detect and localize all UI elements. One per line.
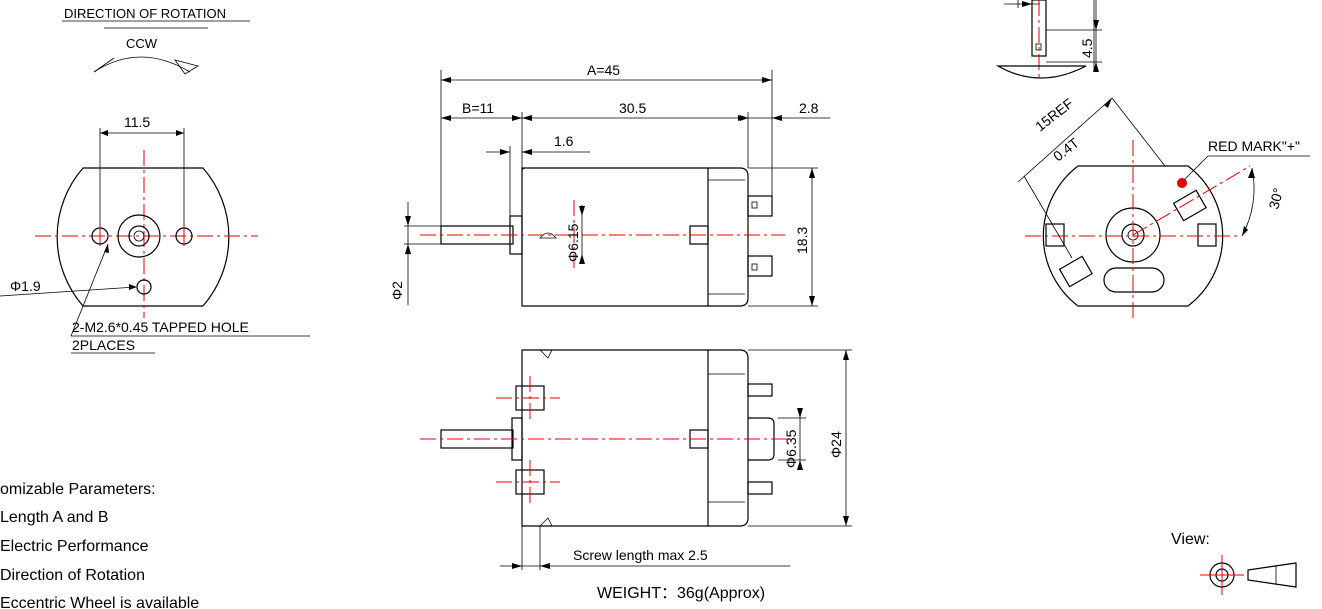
dim-hole-spacing: 11.5 — [124, 114, 150, 130]
side-view: A=45 B=11 30.5 2.8 1.6 Φ2 Φ6.15 — [389, 62, 830, 307]
parameters-list: omizable Parameters: Length A and B Elec… — [0, 481, 199, 609]
side-end-cap — [708, 167, 749, 307]
parameter-item: Electric Performance — [0, 538, 149, 555]
parameter-item: Eccentric Wheel is available — [0, 595, 199, 609]
dim-hole-dia: Φ1.9 — [10, 278, 41, 294]
angle-arc — [1241, 167, 1255, 237]
rotation-direction: CCW — [126, 36, 158, 51]
rear-body-outline — [1042, 165, 1224, 307]
dim-thickness: 0.4T — [1050, 134, 1082, 164]
screw-note: Screw length max 2.5 — [573, 547, 708, 563]
top-body — [521, 349, 709, 527]
rotation-indicator: DIRECTION OF ROTATION CCW — [62, 6, 250, 75]
top-view: Φ6.35 Φ24 Screw length max 2.5 WEIGHT：36… — [420, 349, 852, 602]
dim-width: Φ24 — [828, 431, 844, 458]
red-mark-dot — [1177, 178, 1187, 188]
red-mark-label: RED MARK"+" — [1208, 138, 1300, 154]
dim-B: B=11 — [462, 100, 494, 116]
tapped-hole-note: 2-M2.6*0.45 TAPPED HOLE — [72, 319, 249, 335]
weight-note: WEIGHT：36g(Approx) — [597, 585, 765, 602]
dim-terminal-height: 4.5 — [1079, 38, 1095, 58]
dim-ref: 15REF — [1032, 95, 1076, 134]
dim-flange: 1.6 — [554, 133, 574, 149]
dim-height: 18.3 — [794, 227, 810, 254]
parameter-item: Direction of Rotation — [0, 567, 145, 584]
dim-top-boss-dia: Φ6.35 — [783, 429, 799, 468]
tapped-hole-places: 2PLACES — [72, 337, 135, 353]
front-boss-inner — [128, 225, 150, 247]
front-view: 11.5 Φ1.9 2-M2.6*0.45 TAPPED HOLE 2PLACE… — [0, 114, 310, 354]
dim-boss-dia: Φ6.15 — [565, 223, 581, 262]
front-body-outline — [56, 167, 230, 307]
view-symbol: View: — [1171, 531, 1297, 595]
parameters-heading: omizable Parameters: — [0, 481, 156, 498]
angle-label: 30° — [1265, 186, 1286, 211]
rear-view: 4.5 15REF 0.4T RED MARK"+" — [995, 0, 1310, 320]
front-boss-outer — [117, 214, 161, 258]
dim-terminal: 2.8 — [799, 100, 819, 116]
rotation-arrow — [93, 56, 191, 73]
rotation-title: DIRECTION OF ROTATION — [64, 6, 226, 21]
side-body — [521, 167, 709, 307]
view-label: View: — [1171, 531, 1210, 548]
parameter-item: Length A and B — [0, 509, 109, 526]
dim-body-length: 30.5 — [619, 100, 646, 116]
dim-A: A=45 — [587, 62, 620, 78]
top-end-cap — [708, 349, 749, 527]
dim-shaft-dia: Φ2 — [389, 281, 405, 300]
